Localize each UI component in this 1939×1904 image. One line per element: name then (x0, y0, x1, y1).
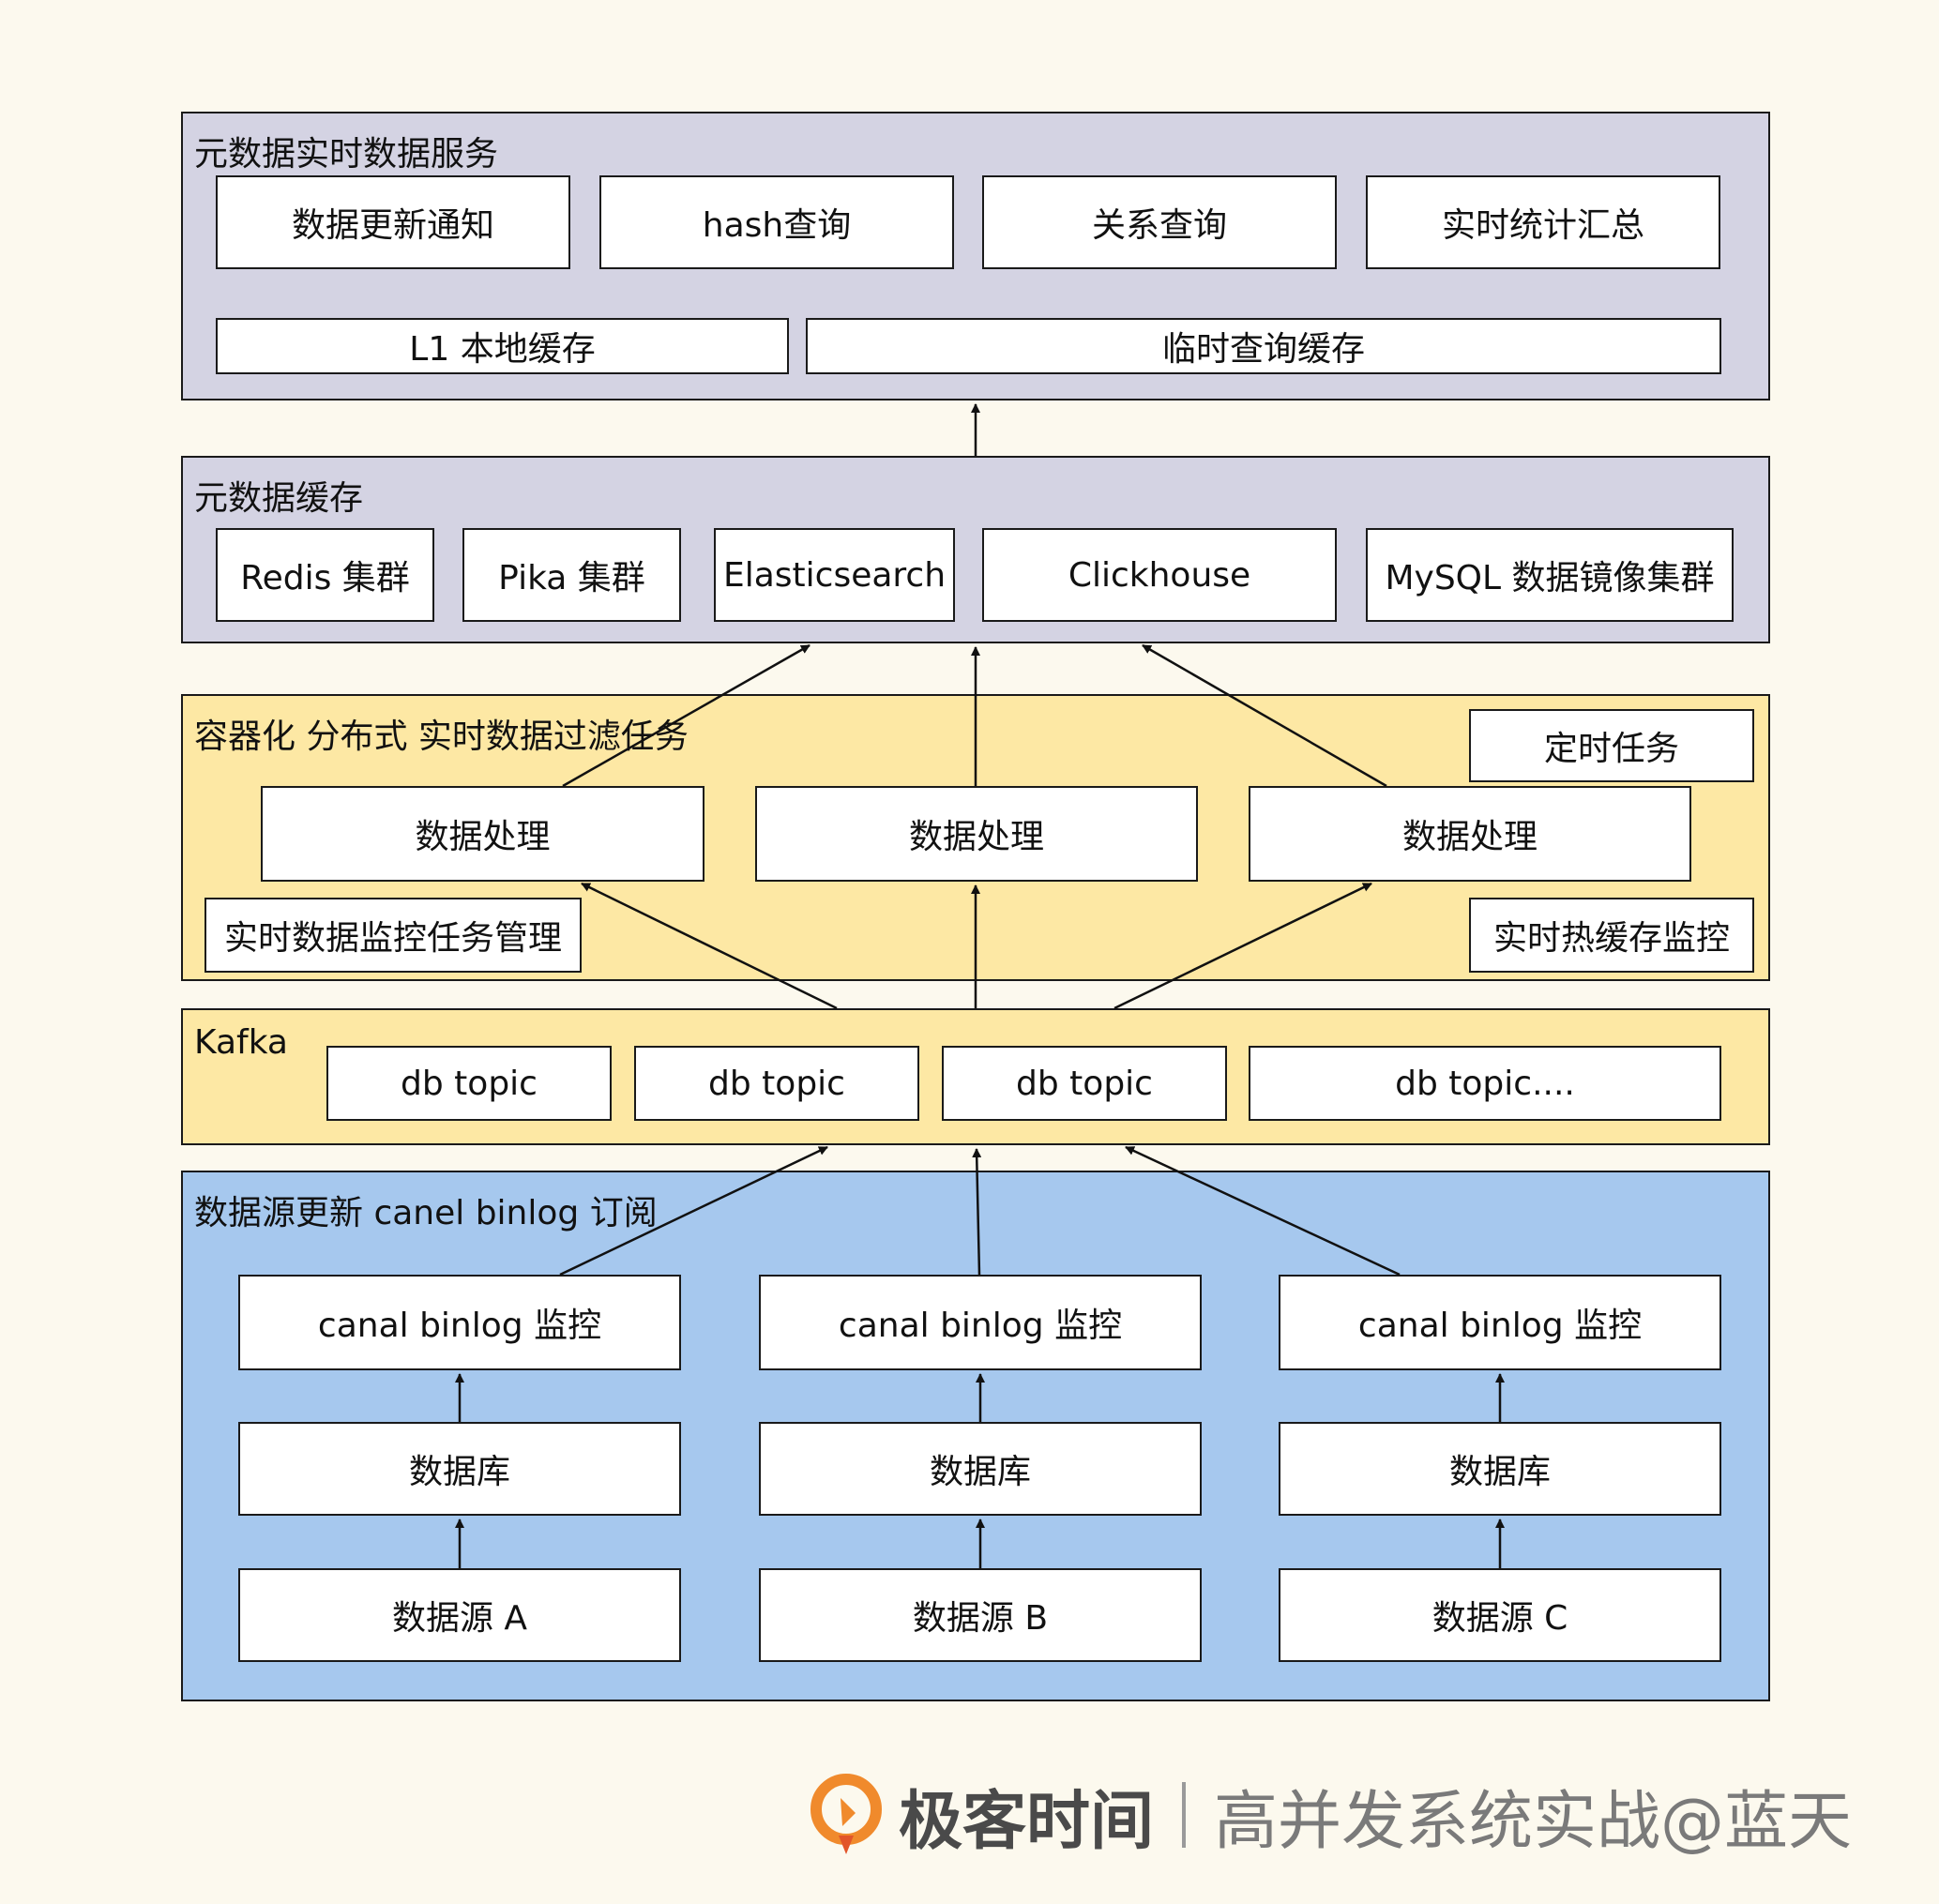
layer-title: 元数据实时数据服务 (194, 135, 499, 174)
box-data-update-notify: 数据更新通知 (216, 175, 570, 269)
box-pika-cluster: Pika 集群 (462, 528, 681, 622)
layer-title: 元数据缓存 (194, 479, 364, 518)
layer-title: 容器化 分布式 实时数据过滤任务 (194, 718, 689, 756)
box-data-processing-3: 数据处理 (1249, 786, 1691, 882)
box-scheduled-task: 定时任务 (1469, 709, 1754, 782)
brand-name: 极客时间 (899, 1784, 1155, 1859)
layer-title: Kafka (194, 1023, 288, 1062)
box-clickhouse: Clickhouse (982, 528, 1337, 622)
box-canal-monitor-2: canal binlog 监控 (759, 1275, 1202, 1370)
box-db-topic-1: db topic (326, 1046, 612, 1121)
box-datasource-b: 数据源 B (759, 1568, 1202, 1662)
box-elasticsearch: Elasticsearch (714, 528, 955, 622)
box-db-topic-3: db topic (942, 1046, 1227, 1121)
arrow-kafka-to-processing1 (581, 882, 838, 1010)
box-canal-monitor-1: canal binlog 监控 (238, 1275, 681, 1370)
box-relation-query: 关系查询 (982, 175, 1337, 269)
box-temp-query-cache: 临时查询缓存 (806, 318, 1721, 374)
arrow-processing3-to-cache (1142, 643, 1387, 788)
brand-separator (1182, 1782, 1187, 1848)
box-database-2: 数据库 (759, 1422, 1202, 1516)
arrow-kafka-to-processing3 (1113, 882, 1372, 1010)
arrow-canal3-to-kafka (1125, 1145, 1401, 1277)
box-database-1: 数据库 (238, 1422, 681, 1516)
box-hot-cache-monitor: 实时热缓存监控 (1469, 898, 1754, 973)
box-database-3: 数据库 (1279, 1422, 1721, 1516)
brand-slogan: 高并发系统实战@蓝天 (1214, 1784, 1853, 1859)
box-redis-cluster: Redis 集群 (216, 528, 434, 622)
arrow-canal2-to-kafka (972, 1148, 982, 1276)
box-data-processing-1: 数据处理 (261, 786, 704, 882)
box-realtime-stats: 实时统计汇总 (1366, 175, 1720, 269)
arrow-canal1-to-kafka (559, 1145, 828, 1277)
box-canal-monitor-3: canal binlog 监控 (1279, 1275, 1721, 1370)
box-hash-query: hash查询 (599, 175, 954, 269)
box-l1-local-cache: L1 本地缓存 (216, 318, 789, 374)
geektime-logo-icon (810, 1774, 882, 1854)
box-data-processing-2: 数据处理 (755, 786, 1198, 882)
box-monitor-task-management: 实时数据监控任务管理 (205, 898, 582, 973)
footer-brand: 极客时间 高并发系统实战@蓝天 (807, 1763, 1852, 1866)
box-db-topic-more: db topic.... (1249, 1046, 1721, 1121)
box-db-topic-2: db topic (634, 1046, 919, 1121)
arrow-processing1-to-cache (562, 643, 810, 788)
layer-title: 数据源更新 canel binlog 订阅 (194, 1194, 658, 1232)
box-mysql-mirror-cluster: MySQL 数据镜像集群 (1366, 528, 1734, 622)
box-datasource-c: 数据源 C (1279, 1568, 1721, 1662)
box-datasource-a: 数据源 A (238, 1568, 681, 1662)
